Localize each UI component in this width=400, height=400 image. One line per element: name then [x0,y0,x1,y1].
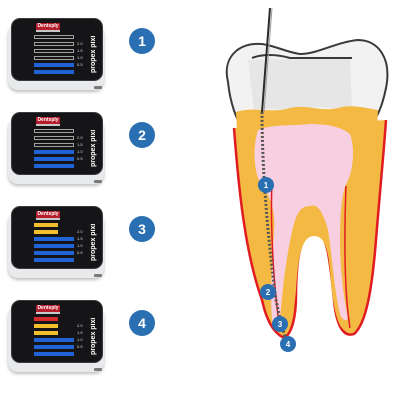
tooth-marker-3: 3 [272,316,288,332]
device-step-1: Dentsply 2.0 1.5 1.0 0.5 propex pixi [8,18,110,90]
usb-port [94,274,102,277]
brand-strip [36,30,60,32]
bar-5 [34,324,58,328]
brand-logo: Dentsply [36,211,60,218]
bar-5 [34,136,74,140]
enamel-inner [248,58,352,111]
bar-2 [34,251,74,255]
usb-port [94,180,102,183]
usb-port [94,368,102,371]
bar-label: 1.5 [77,330,83,335]
bar-3 [34,338,74,342]
step-badge-2: 2 [129,122,155,148]
bar-1 [34,164,74,168]
brand-logo: Dentsply [36,117,60,124]
bar-3 [34,244,74,248]
tooth-marker-4: 4 [280,336,296,352]
crown-top-cavity [251,54,352,59]
apex-bars: 2.0 1.5 1.0 0.5 [34,129,86,171]
file-shaft [261,7,271,113]
bar-3 [34,56,74,60]
device-screen: Dentsply 2.0 1.5 1.0 0.5 propex pixi [11,112,103,175]
bar-1 [34,352,74,356]
device-step-2: Dentsply 2.0 1.5 1.0 0.5 propex pixi [8,112,110,184]
bar-1 [34,258,74,262]
bar-4 [34,49,74,53]
bar-label: 1.0 [77,337,83,342]
bar-4 [34,237,74,241]
bar-label: 0.5 [77,344,83,349]
bar-6 [34,129,74,133]
bar-label: 1.0 [77,243,83,248]
tooth-marker-1: 1 [258,177,274,193]
bar-label: 1.0 [77,55,83,60]
bar-label: 2.0 [77,323,83,328]
bar-label: 1.5 [77,48,83,53]
brand-strip [36,312,60,314]
device-step-3: Dentsply 2.0 1.5 1.0 0.5 propex pixi [8,206,110,278]
device-step-4: Dentsply 2.0 1.5 1.0 0.5 propex pixi [8,300,110,372]
canal-outline-left [270,179,281,331]
device-model-label: propex pixi [90,129,97,167]
marker-label: 3 [278,320,283,329]
brand-logo: Dentsply [36,305,60,312]
bar-4 [34,143,74,147]
tooth-marker-2: 2 [260,284,276,300]
bar-label: 1.5 [77,236,83,241]
bar-label: 2.0 [77,229,83,234]
bar-5 [34,230,58,234]
apex-bars: 2.0 1.5 1.0 0.5 [34,223,86,265]
device-screen: Dentsply 2.0 1.5 1.0 0.5 propex pixi [11,18,103,81]
step-badge-3: 3 [129,216,155,242]
bar-label: 0.5 [77,156,83,161]
bar-6 [34,35,74,39]
marker-label: 2 [266,288,271,297]
usb-port [94,86,102,89]
brand-strip [36,124,60,126]
bar-3 [34,150,74,154]
bar-1 [34,70,74,74]
tooth-cross-section: 1 2 3 4 [225,7,389,352]
canal-outline-right [344,185,351,329]
bar-label: 2.0 [77,41,83,46]
device-screen: Dentsply 2.0 1.5 1.0 0.5 propex pixi [11,300,103,363]
step-badge-1: 1 [129,28,155,54]
bar-6 [34,223,58,227]
file-shaft-highlight [263,7,273,113]
marker-label: 1 [264,181,269,190]
device-model-label: propex pixi [90,317,97,355]
brand-logo: Dentsply [36,23,60,30]
marker-label: 4 [286,340,291,349]
bar-2 [34,157,74,161]
bar-2 [34,63,74,67]
bar-6 [34,317,58,321]
bar-label: 0.5 [77,250,83,255]
bar-label: 1.0 [77,149,83,154]
bar-4 [34,331,58,335]
bar-label: 2.0 [77,135,83,140]
device-model-label: propex pixi [90,223,97,261]
bar-label: 0.5 [77,62,83,67]
apex-bars: 2.0 1.5 1.0 0.5 [34,317,86,359]
device-model-label: propex pixi [90,35,97,73]
step-badge-4: 4 [129,310,155,336]
bar-2 [34,345,74,349]
bar-5 [34,42,74,46]
brand-strip [36,218,60,220]
pulp [254,124,353,326]
bar-label: 1.5 [77,142,83,147]
device-screen: Dentsply 2.0 1.5 1.0 0.5 propex pixi [11,206,103,269]
apex-bars: 2.0 1.5 1.0 0.5 [34,35,86,77]
